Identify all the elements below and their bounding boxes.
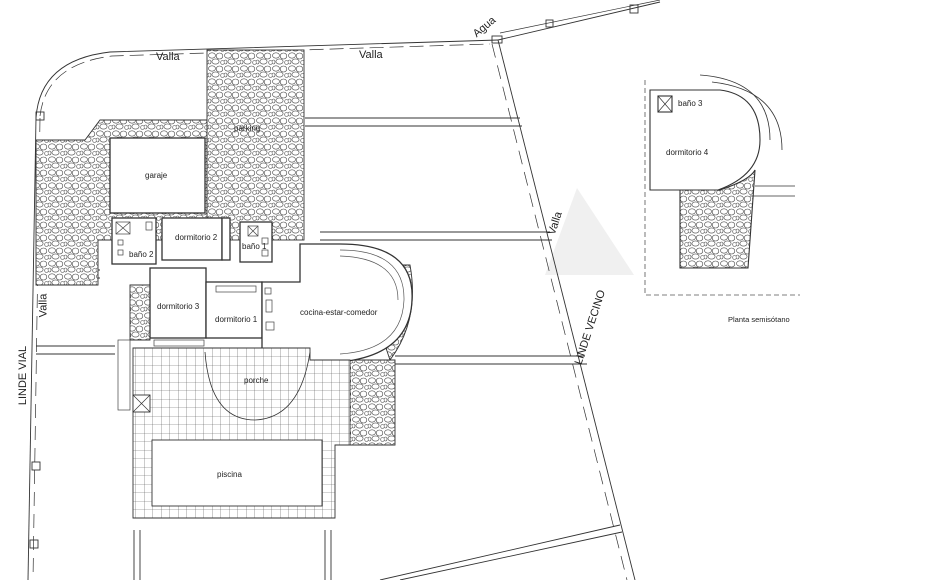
dormitorio-2	[161, 217, 223, 261]
label-dormitorio-4: dormitorio 4	[666, 148, 709, 157]
left-boundary-line	[27, 117, 37, 580]
basement-walls	[649, 89, 761, 191]
label-bano-1: baño 1	[242, 242, 267, 251]
label-dormitorio-1: dormitorio 1	[215, 315, 258, 324]
top-boundary-line	[35, 39, 499, 119]
label-left-boundary: LINDE VIAL	[17, 345, 30, 406]
label-garaje: garaje	[145, 171, 168, 180]
closet-2	[221, 217, 231, 261]
label-dormitorio-2: dormitorio 2	[175, 233, 218, 242]
label-bano-3: baño 3	[678, 99, 703, 108]
label-cocina-estar-comedor: cocina-estar-comedor	[300, 308, 378, 317]
label-dormitorio-3: dormitorio 3	[157, 302, 200, 311]
right-boundary-line	[497, 39, 636, 580]
label-piscina: piscina	[217, 470, 242, 479]
bedroom3-side-paving	[129, 284, 151, 341]
watermark-shape	[545, 188, 634, 275]
label-top-fence: Valla	[156, 51, 180, 63]
label-left-fence: Valla	[37, 293, 50, 318]
parking-paving	[206, 49, 305, 241]
pool	[151, 439, 323, 507]
label-top-fence-2: Valla	[359, 49, 383, 61]
label-porche: porche	[244, 376, 269, 385]
kitchen-side-paving	[349, 359, 396, 446]
dormitorio-3	[149, 267, 207, 339]
label-parking: parking	[234, 124, 261, 133]
label-bano-2: baño 2	[129, 250, 154, 259]
upper-right-boundary	[497, 1, 661, 41]
kitchen-walls	[261, 243, 413, 363]
basement-stone	[679, 169, 756, 269]
label-basement-title: Planta semisótano	[728, 315, 790, 324]
garage	[109, 137, 206, 214]
